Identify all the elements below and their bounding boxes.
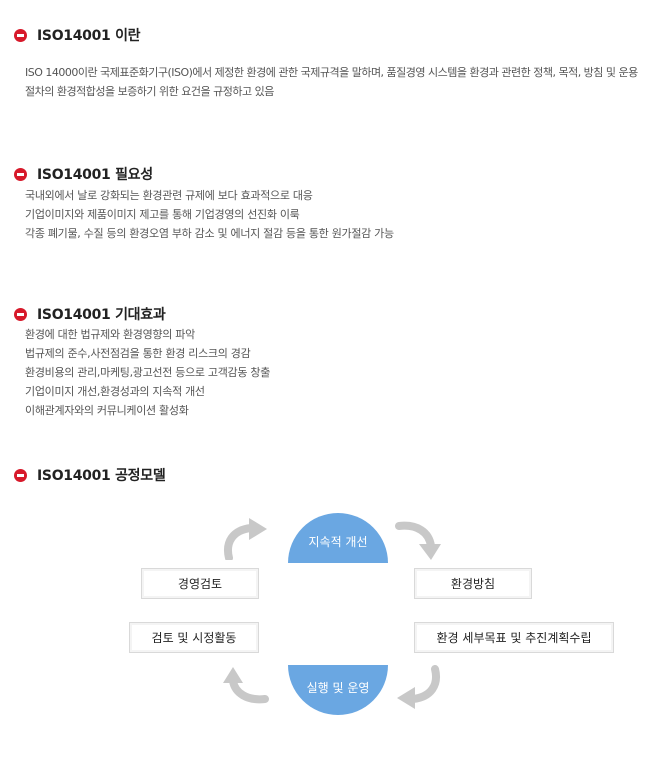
bullet-icon <box>14 468 27 482</box>
section-title: ISO14001 공정모델 <box>37 468 166 484</box>
section-heading-model: ISO14001 공정모델 <box>14 465 166 485</box>
section-heading-necessity: ISO14001 필요성 <box>14 164 153 184</box>
list-item: 각종 폐기물, 수질 등의 환경오염 부하 감소 및 에너지 절감 등을 통한 … <box>25 227 394 240</box>
management-review-box: 경영검토 <box>141 568 259 599</box>
curved-arrow-icon <box>224 518 267 560</box>
list-item: 기업이미지와 제품이미지 제고를 통해 기업경영의 선진화 이룩 <box>25 208 300 221</box>
environmental-policy-box: 환경방침 <box>414 568 532 599</box>
list-item: 이해관계자와의 커뮤니케이션 활성화 <box>25 404 189 417</box>
list-item: 기업이미지 개선,환경성과의 지속적 개선 <box>25 385 205 398</box>
effects-list: 환경에 대한 법규제와 환경영향의 파악 법규제의 준수,사전점검을 통한 환경… <box>25 325 625 420</box>
bullet-icon <box>14 307 27 321</box>
necessity-list: 국내외에서 날로 강화되는 환경관련 규제에 보다 효과적으로 대응 기업이미지… <box>25 186 625 243</box>
curved-arrow-icon <box>223 667 269 704</box>
list-item: 국내외에서 날로 강화되는 환경관련 규제에 보다 효과적으로 대응 <box>25 189 313 202</box>
curved-arrow-icon <box>395 521 441 560</box>
implementation-node: 실행 및 운영 <box>288 665 388 715</box>
curved-arrow-icon <box>397 665 440 709</box>
section-title: ISO14001 이란 <box>37 28 141 44</box>
about-paragraph: ISO 14000이란 국제표준화기구(ISO)에서 제정한 환경에 관한 국제… <box>25 66 638 98</box>
section-heading-effects: ISO14001 기대효과 <box>14 304 166 324</box>
section-title: ISO14001 필요성 <box>37 167 153 183</box>
list-item: 환경비용의 관리,마케팅,광고선전 등으로 고객감동 창출 <box>25 366 271 379</box>
list-item: 환경에 대한 법규제와 환경영향의 파악 <box>25 328 195 341</box>
list-item: 법규제의 준수,사전점검을 통한 환경 리스크의 경감 <box>25 347 251 360</box>
review-corrective-box: 검토 및 시정활동 <box>129 622 259 653</box>
bullet-icon <box>14 167 27 181</box>
objectives-planning-box: 환경 세부목표 및 추진계획수립 <box>414 622 614 653</box>
continuous-improvement-node: 지속적 개선 <box>288 513 388 563</box>
bullet-icon <box>14 28 27 42</box>
process-model-diagram: 지속적 개선 실행 및 운영 경영검토 검토 및 시정활동 환경방침 환경 세부… <box>0 500 659 740</box>
section-heading-about: ISO14001 이란 <box>14 25 141 45</box>
section-title: ISO14001 기대효과 <box>37 307 166 323</box>
